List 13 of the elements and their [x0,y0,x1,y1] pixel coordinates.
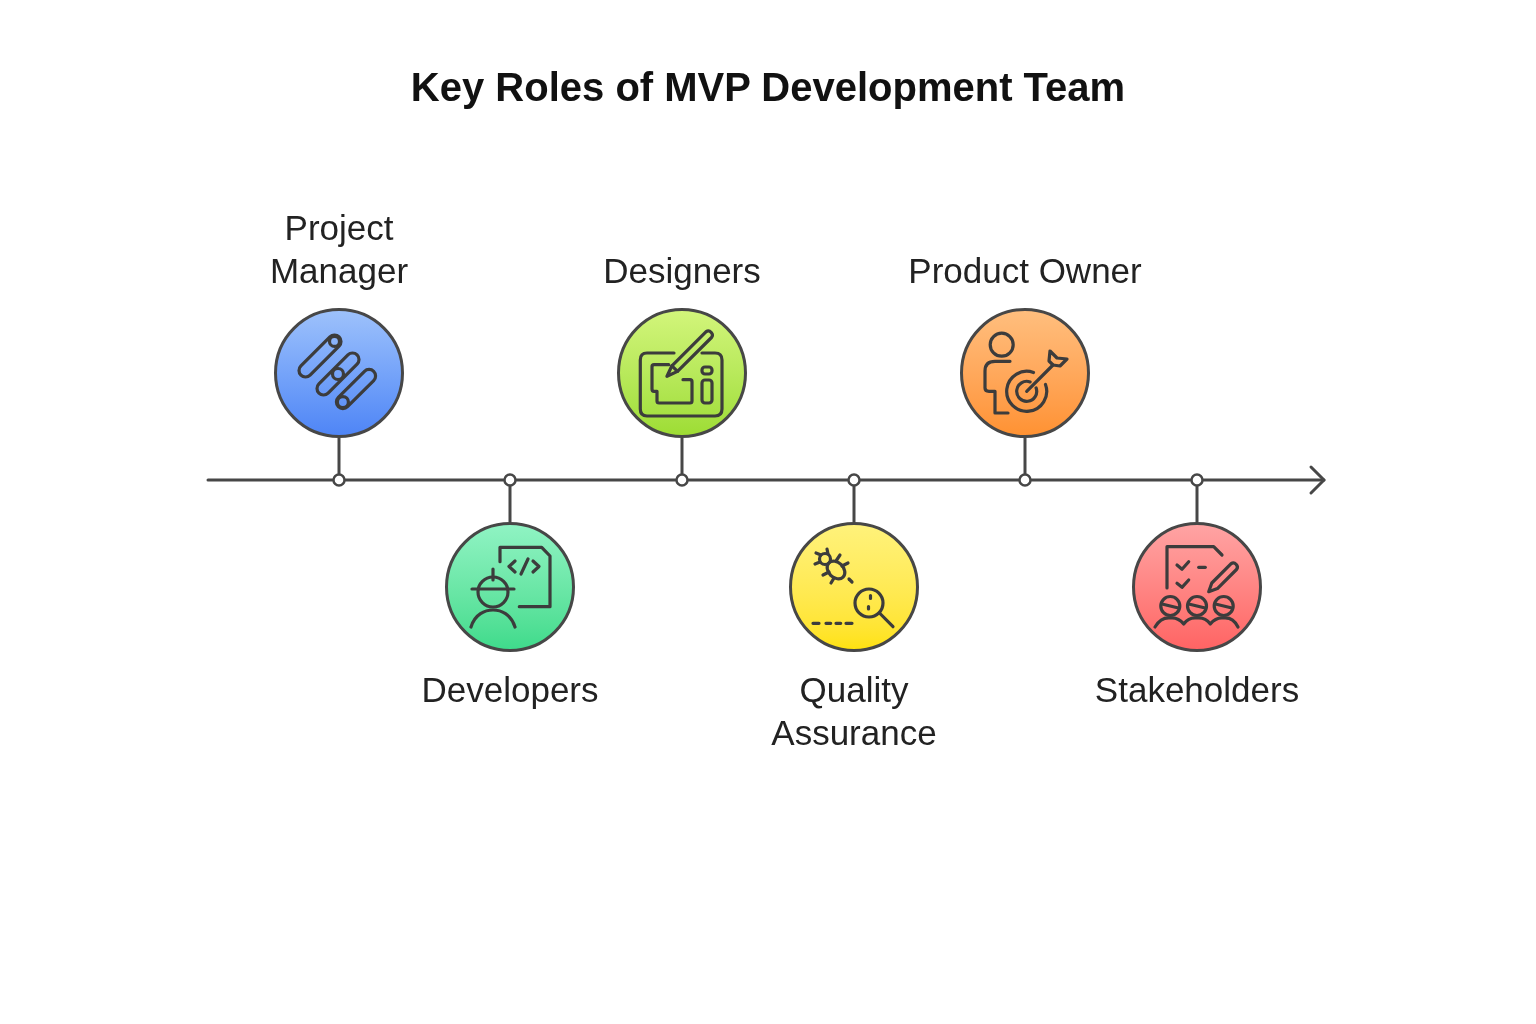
title: Key Roles of MVP Development Team [409,64,1127,111]
role-label: Designers [602,250,762,292]
connector-line [503,473,517,522]
connector-line [847,473,861,522]
role-label: Quality Assurance [770,669,938,754]
role-label: Stakeholders [1093,669,1301,711]
connector-line [1190,473,1204,522]
connector-line [675,438,689,487]
connector-line [332,438,346,487]
connector-line [1018,438,1032,487]
role-label: Product Owner [907,250,1143,292]
role-label: Developers [420,669,600,711]
role-label: Project Manager [268,207,410,292]
